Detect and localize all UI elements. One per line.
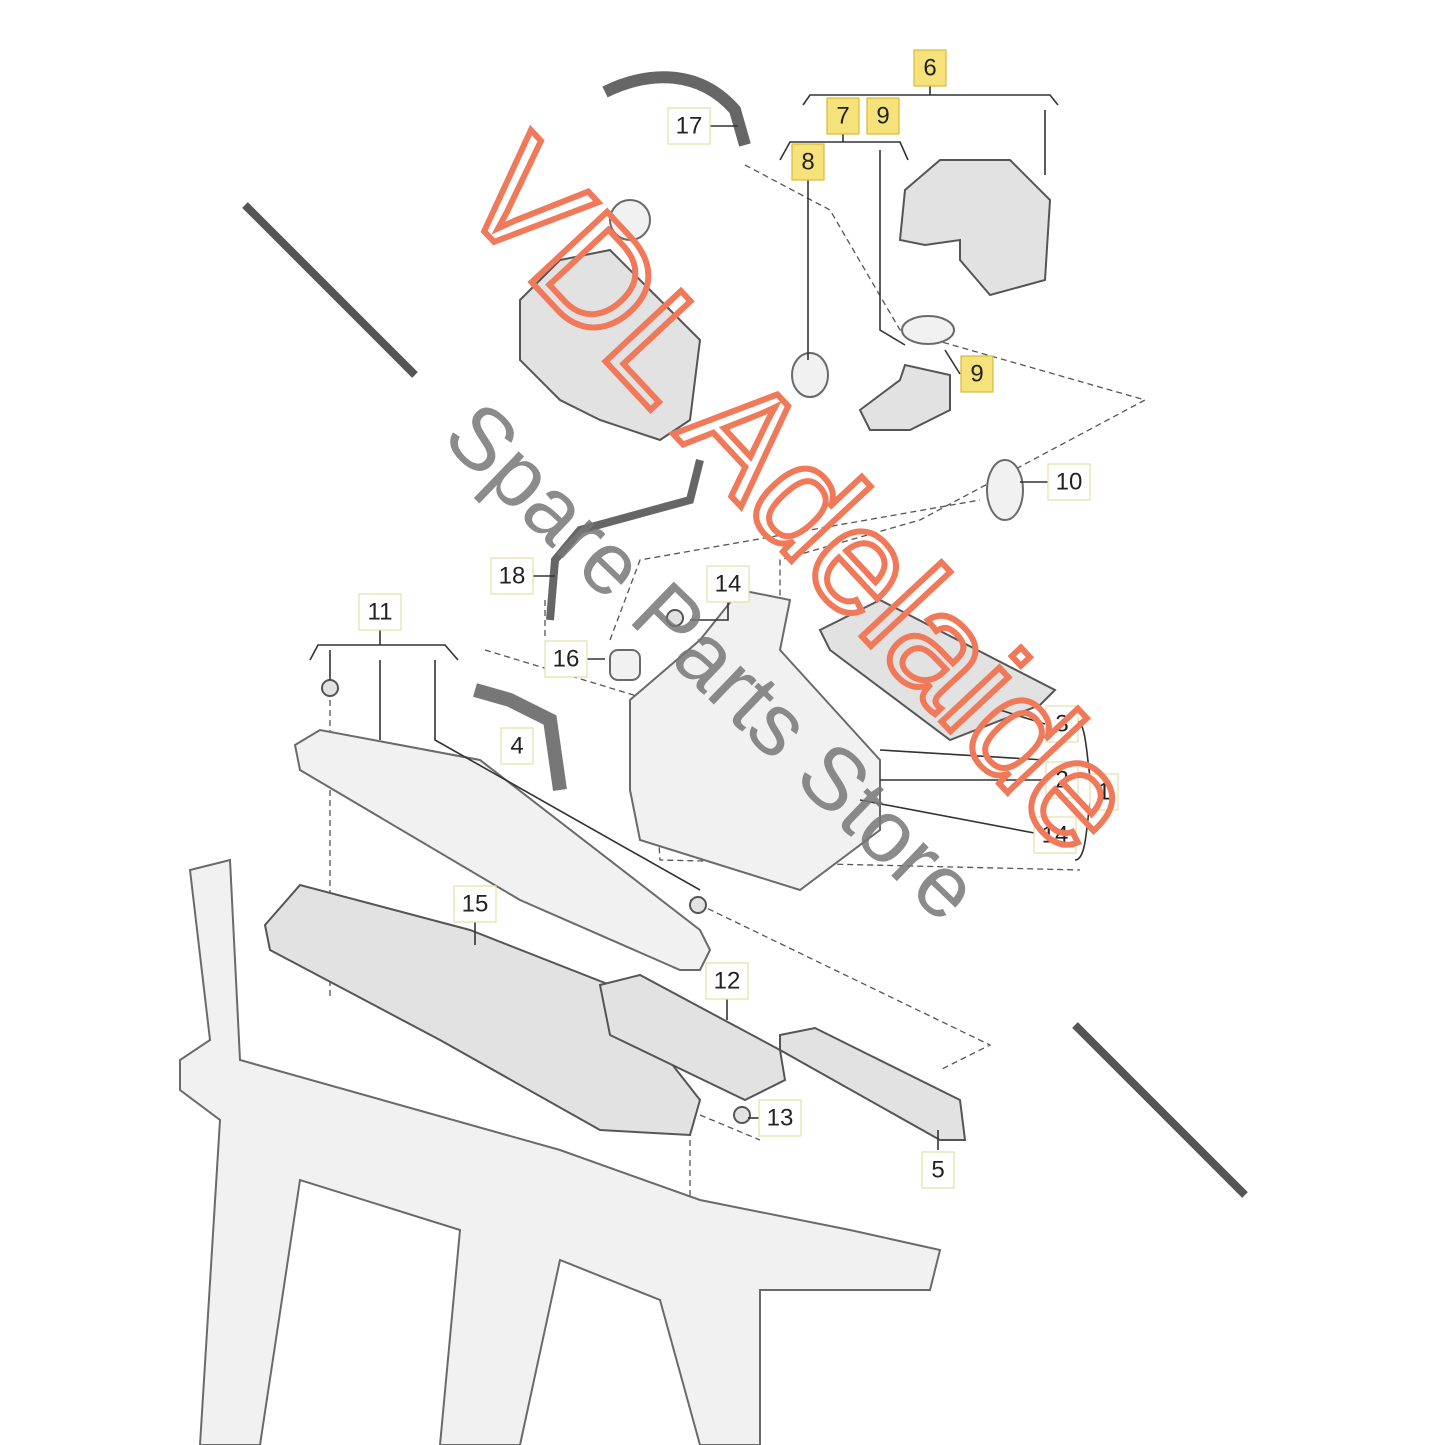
decorative-bar [1072,1022,1248,1198]
label-17[interactable]: 17 [667,107,711,145]
leader-lines [309,85,1097,1150]
label-3[interactable]: 3 [1045,705,1079,743]
svg-text:11: 11 [368,599,393,626]
label-14-housing[interactable]: 14 [1033,816,1077,854]
label-12[interactable]: 12 [705,962,749,1000]
hose-4 [473,683,567,791]
clamp-9 [901,315,955,345]
screw [689,896,707,914]
svg-text:14: 14 [715,571,742,598]
label-8[interactable]: 8 [791,143,825,181]
label-18[interactable]: 18 [490,557,534,595]
label-15[interactable]: 15 [453,885,497,923]
label-4[interactable]: 4 [500,727,534,765]
svg-text:14: 14 [1042,822,1069,849]
air-filter-housing [629,588,881,892]
svg-text:12: 12 [714,968,741,995]
o-ring-8 [791,352,829,398]
turbocharger [519,248,702,442]
svg-text:7: 7 [836,103,849,130]
clamp-10 [986,459,1024,521]
label-10[interactable]: 10 [1047,463,1091,501]
svg-text:9: 9 [970,361,983,388]
svg-text:10: 10 [1056,469,1083,496]
svg-text:18: 18 [499,563,526,590]
svg-text:6: 6 [923,55,936,82]
label-5[interactable]: 5 [921,1151,955,1189]
svg-text:13: 13 [767,1105,794,1132]
label-16[interactable]: 16 [544,640,588,678]
svg-text:2: 2 [1055,767,1068,794]
svg-text:1: 1 [1097,779,1110,806]
front-carrier [179,858,942,1445]
label-1[interactable]: 1 [1089,773,1119,811]
label-9-clamp[interactable]: 9 [960,355,994,393]
label-9-top[interactable]: 9 [866,97,900,135]
air-duct-15 [263,883,702,1137]
hose-18 [546,459,704,621]
elbow-7 [858,363,951,431]
label-14-top[interactable]: 14 [706,565,750,603]
svg-text:5: 5 [931,1157,944,1184]
resonator-12 [598,973,787,1102]
label-11[interactable]: 11 [358,593,402,631]
svg-text:3: 3 [1055,711,1068,738]
filter-element-3 [818,598,1057,742]
label-2[interactable]: 2 [1045,761,1079,799]
label-6[interactable]: 6 [913,49,947,87]
intake-5 [779,1026,967,1141]
actuator [609,199,651,241]
cover-11 [293,728,712,971]
svg-text:16: 16 [553,646,580,673]
svg-text:15: 15 [462,891,489,918]
screw-13 [733,1106,751,1124]
svg-text:17: 17 [676,113,703,140]
screw-14 [666,609,684,627]
breather-pipe-17 [602,71,751,147]
label-13[interactable]: 13 [758,1099,802,1137]
screw [321,679,339,697]
label-7[interactable]: 7 [826,97,860,135]
grommet-16 [609,649,641,681]
svg-text:9: 9 [876,103,889,130]
decorative-bar [242,202,418,378]
svg-text:8: 8 [801,149,814,176]
svg-text:4: 4 [510,733,523,760]
air-hose-6 [898,159,1052,297]
